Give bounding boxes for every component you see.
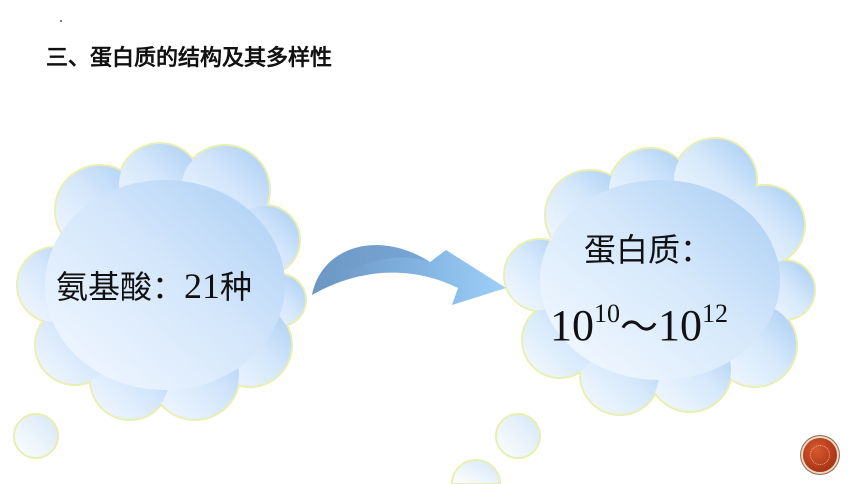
left-cloud-label: 氨基酸：21种 (56, 266, 252, 307)
amino-acid-unit: 种 (220, 268, 253, 306)
range-base-1: 10 (550, 301, 594, 350)
protein-label: 蛋白质： (584, 231, 713, 269)
bottom-bubble-fragment (450, 459, 502, 484)
right-small-bubble (495, 413, 541, 459)
nav-button-ring (810, 445, 830, 465)
protein-count-range: 1010～1012 (550, 300, 728, 353)
range-exponent-2: 12 (702, 299, 729, 328)
dot-mark (60, 20, 62, 22)
range-base-2: 10 (658, 301, 703, 350)
slide-title: 三、蛋白质的结构及其多样性 (46, 46, 333, 71)
curved-arrow-icon (312, 245, 506, 305)
nav-button-icon[interactable] (803, 438, 837, 472)
range-separator: ～ (620, 305, 659, 349)
left-small-bubble (13, 413, 59, 459)
range-exponent-1: 10 (594, 299, 620, 328)
amino-acid-count: 21 (184, 266, 221, 306)
amino-acid-label: 氨基酸： (56, 268, 185, 306)
